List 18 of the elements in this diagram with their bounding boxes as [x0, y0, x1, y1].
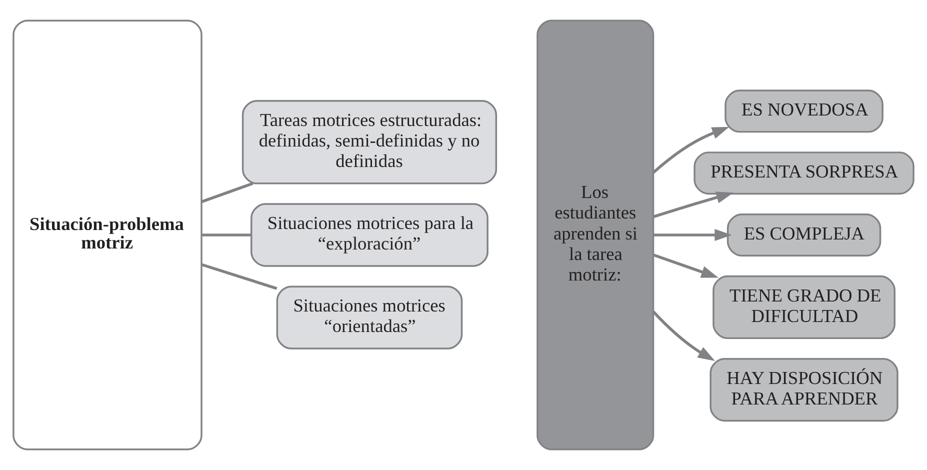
node-box: Tareas motrices estructuradas: definidas, semi-definidas y no definidas: [242, 100, 498, 184]
node-box: Situaciones motrices “orientadas”: [276, 286, 463, 350]
node-box: TIENE GRADO DE DIFICULTAD: [712, 275, 896, 340]
node-box: Situación-problema motriz: [12, 20, 202, 450]
arrow: [652, 126, 730, 174]
arrow: [653, 228, 732, 242]
node-box: Los estudiantes aprenden si la tarea motriz:: [536, 20, 654, 450]
arrow: [652, 254, 718, 278]
node-box: HAY DISPOSICIÓN PARA APRENDER: [710, 358, 898, 422]
connector: [201, 182, 254, 204]
node-box: Situaciones motrices para la “exploración”: [250, 203, 488, 267]
node-box: PRESENTA SORPRESA: [694, 152, 914, 195]
node-box: ES COMPLEJA: [726, 214, 882, 256]
node-box: ES NOVEDOSA: [724, 90, 884, 133]
arrow: [652, 310, 716, 361]
arrow: [653, 192, 734, 218]
connector: [202, 234, 252, 236]
connector: [201, 263, 278, 290]
